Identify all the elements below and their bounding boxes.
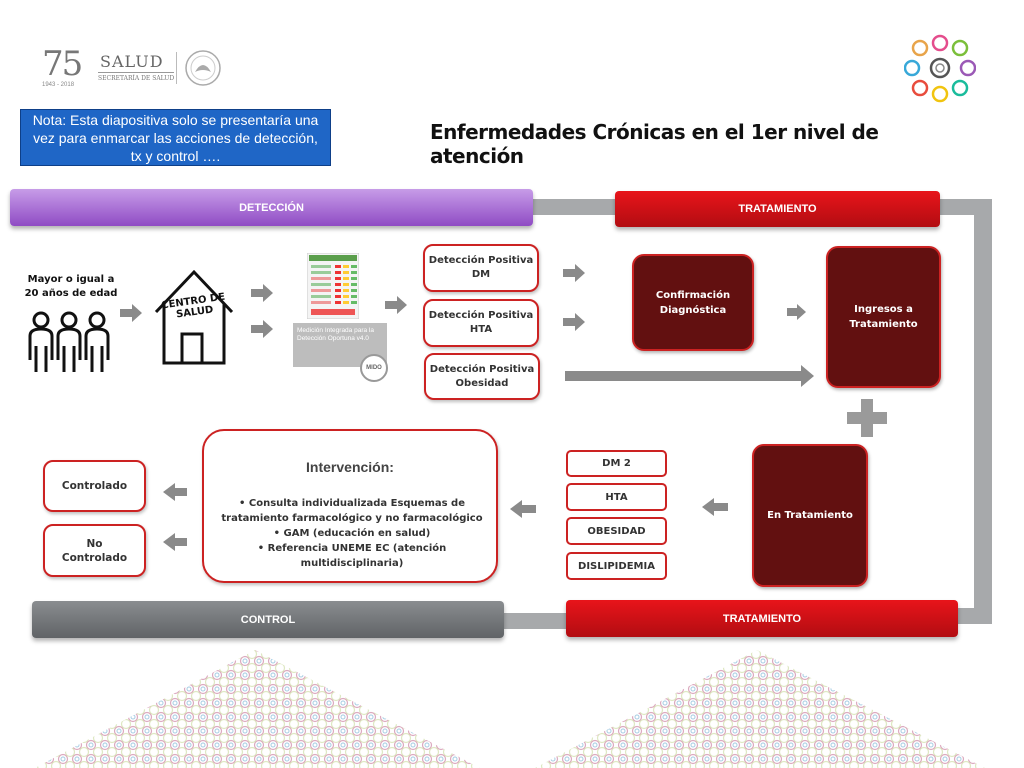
intervencion-item: • Referencia UNEME EC (atención multidis…	[257, 543, 447, 569]
en-tratamiento-label: En Tratamiento	[767, 510, 853, 521]
deteccion-bar: DETECCIÓN	[10, 189, 533, 226]
detection-hta-box: Detección Positiva HTA	[423, 299, 539, 347]
ingresos-label: Ingresos a Tratamiento	[849, 304, 918, 330]
arrow-right-icon	[385, 296, 407, 314]
intervencion-box: Intervención: • Consulta individualizada…	[202, 429, 498, 583]
arrow-right-icon	[251, 320, 273, 338]
arrow-right-icon	[120, 304, 142, 322]
controlado-label: Controlado	[61, 480, 128, 492]
tratamiento-bottom-label: TRATAMIENTO	[722, 612, 802, 625]
tratamiento-top-label: TRATAMIENTO	[738, 203, 817, 215]
arrow-right-icon	[563, 313, 585, 331]
decorative-dot-pattern	[35, 650, 985, 768]
controlado-box: Controlado	[43, 460, 146, 512]
logo-secretaria: SECRETARÍA DE SALUD	[98, 72, 175, 82]
arrow-left-icon	[510, 500, 536, 518]
detection-obesidad-label: Detección Positiva Obesidad	[429, 363, 535, 389]
control-label: CONTROL	[240, 613, 296, 626]
page-title: Enfermedades Crónicas en el 1er nivel de…	[430, 120, 879, 168]
detection-obesidad-box: Detección Positiva Obesidad	[424, 353, 540, 400]
confirmacion-box: Confirmación Diagnóstica	[632, 254, 754, 351]
note-text: Nota: Esta diapositiva solo se presentar…	[32, 111, 319, 164]
arrow-left-icon	[163, 483, 187, 501]
condition-obesidad: OBESIDAD	[566, 517, 667, 545]
house-icon	[154, 269, 234, 365]
long-arrow-right-icon	[565, 365, 814, 387]
detection-dm-box: Detección Positiva DM	[423, 244, 539, 292]
ingresos-box: Ingresos a Tratamiento	[826, 246, 941, 388]
logo-separator	[176, 52, 177, 84]
population-label: Mayor o igual a 20 años de edad	[24, 274, 118, 299]
people-icon	[28, 311, 110, 372]
eagle-seal-icon	[185, 50, 221, 86]
logo-salud: SALUD	[100, 52, 164, 71]
intervencion-item: • GAM (educación en salud)	[273, 528, 431, 539]
intervencion-item: • Consulta individualizada Esquemas de t…	[221, 498, 483, 524]
mido-form-thumbnail	[307, 253, 359, 319]
connector-top	[532, 199, 618, 215]
condition-dislipidemia-label: DISLIPIDEMIA	[578, 560, 655, 572]
logo-75: 75	[42, 44, 83, 84]
logo-years: 1943 - 2018	[42, 82, 75, 88]
mido-logo: MIDO	[360, 354, 388, 382]
control-bar: CONTROL	[32, 601, 504, 638]
condition-dm2-label: DM 2	[602, 458, 631, 469]
arrow-right-icon	[787, 304, 806, 320]
tratamiento-bottom-bar: TRATAMIENTO	[566, 600, 958, 637]
arrow-left-icon	[163, 533, 187, 551]
tratamiento-top-bar: TRATAMIENTO	[615, 191, 940, 227]
arrow-left-icon	[702, 498, 728, 516]
condition-dm2: DM 2	[566, 450, 667, 477]
no-controlado-label: No Controlado	[61, 537, 128, 564]
connector-bottom	[503, 613, 569, 629]
condition-hta: HTA	[566, 483, 667, 511]
condition-obesidad-label: OBESIDAD	[587, 525, 646, 537]
intervencion-list: • Consulta individualizada Esquemas de t…	[214, 496, 490, 571]
note-box: Nota: Esta diapositiva solo se presentar…	[20, 109, 331, 166]
arrow-right-icon	[251, 284, 273, 302]
plus-icon	[847, 399, 887, 437]
arrow-right-icon	[563, 264, 585, 282]
connector-bottom-right	[956, 608, 992, 624]
detection-dm-label: Detección Positiva DM	[428, 255, 534, 280]
connector-right	[974, 199, 992, 624]
condition-dislipidemia: DISLIPIDEMIA	[566, 552, 667, 580]
intervencion-title: Intervención:	[306, 459, 394, 475]
confirmacion-label: Confirmación Diagnóstica	[655, 289, 731, 316]
detection-hta-label: Detección Positiva HTA	[428, 310, 534, 335]
condition-hta-label: HTA	[605, 491, 628, 503]
en-tratamiento-box: En Tratamiento	[752, 444, 868, 587]
no-controlado-box: No Controlado	[43, 524, 146, 577]
decorative-circles-icon	[904, 34, 976, 103]
deteccion-label: DETECCIÓN	[239, 201, 304, 214]
